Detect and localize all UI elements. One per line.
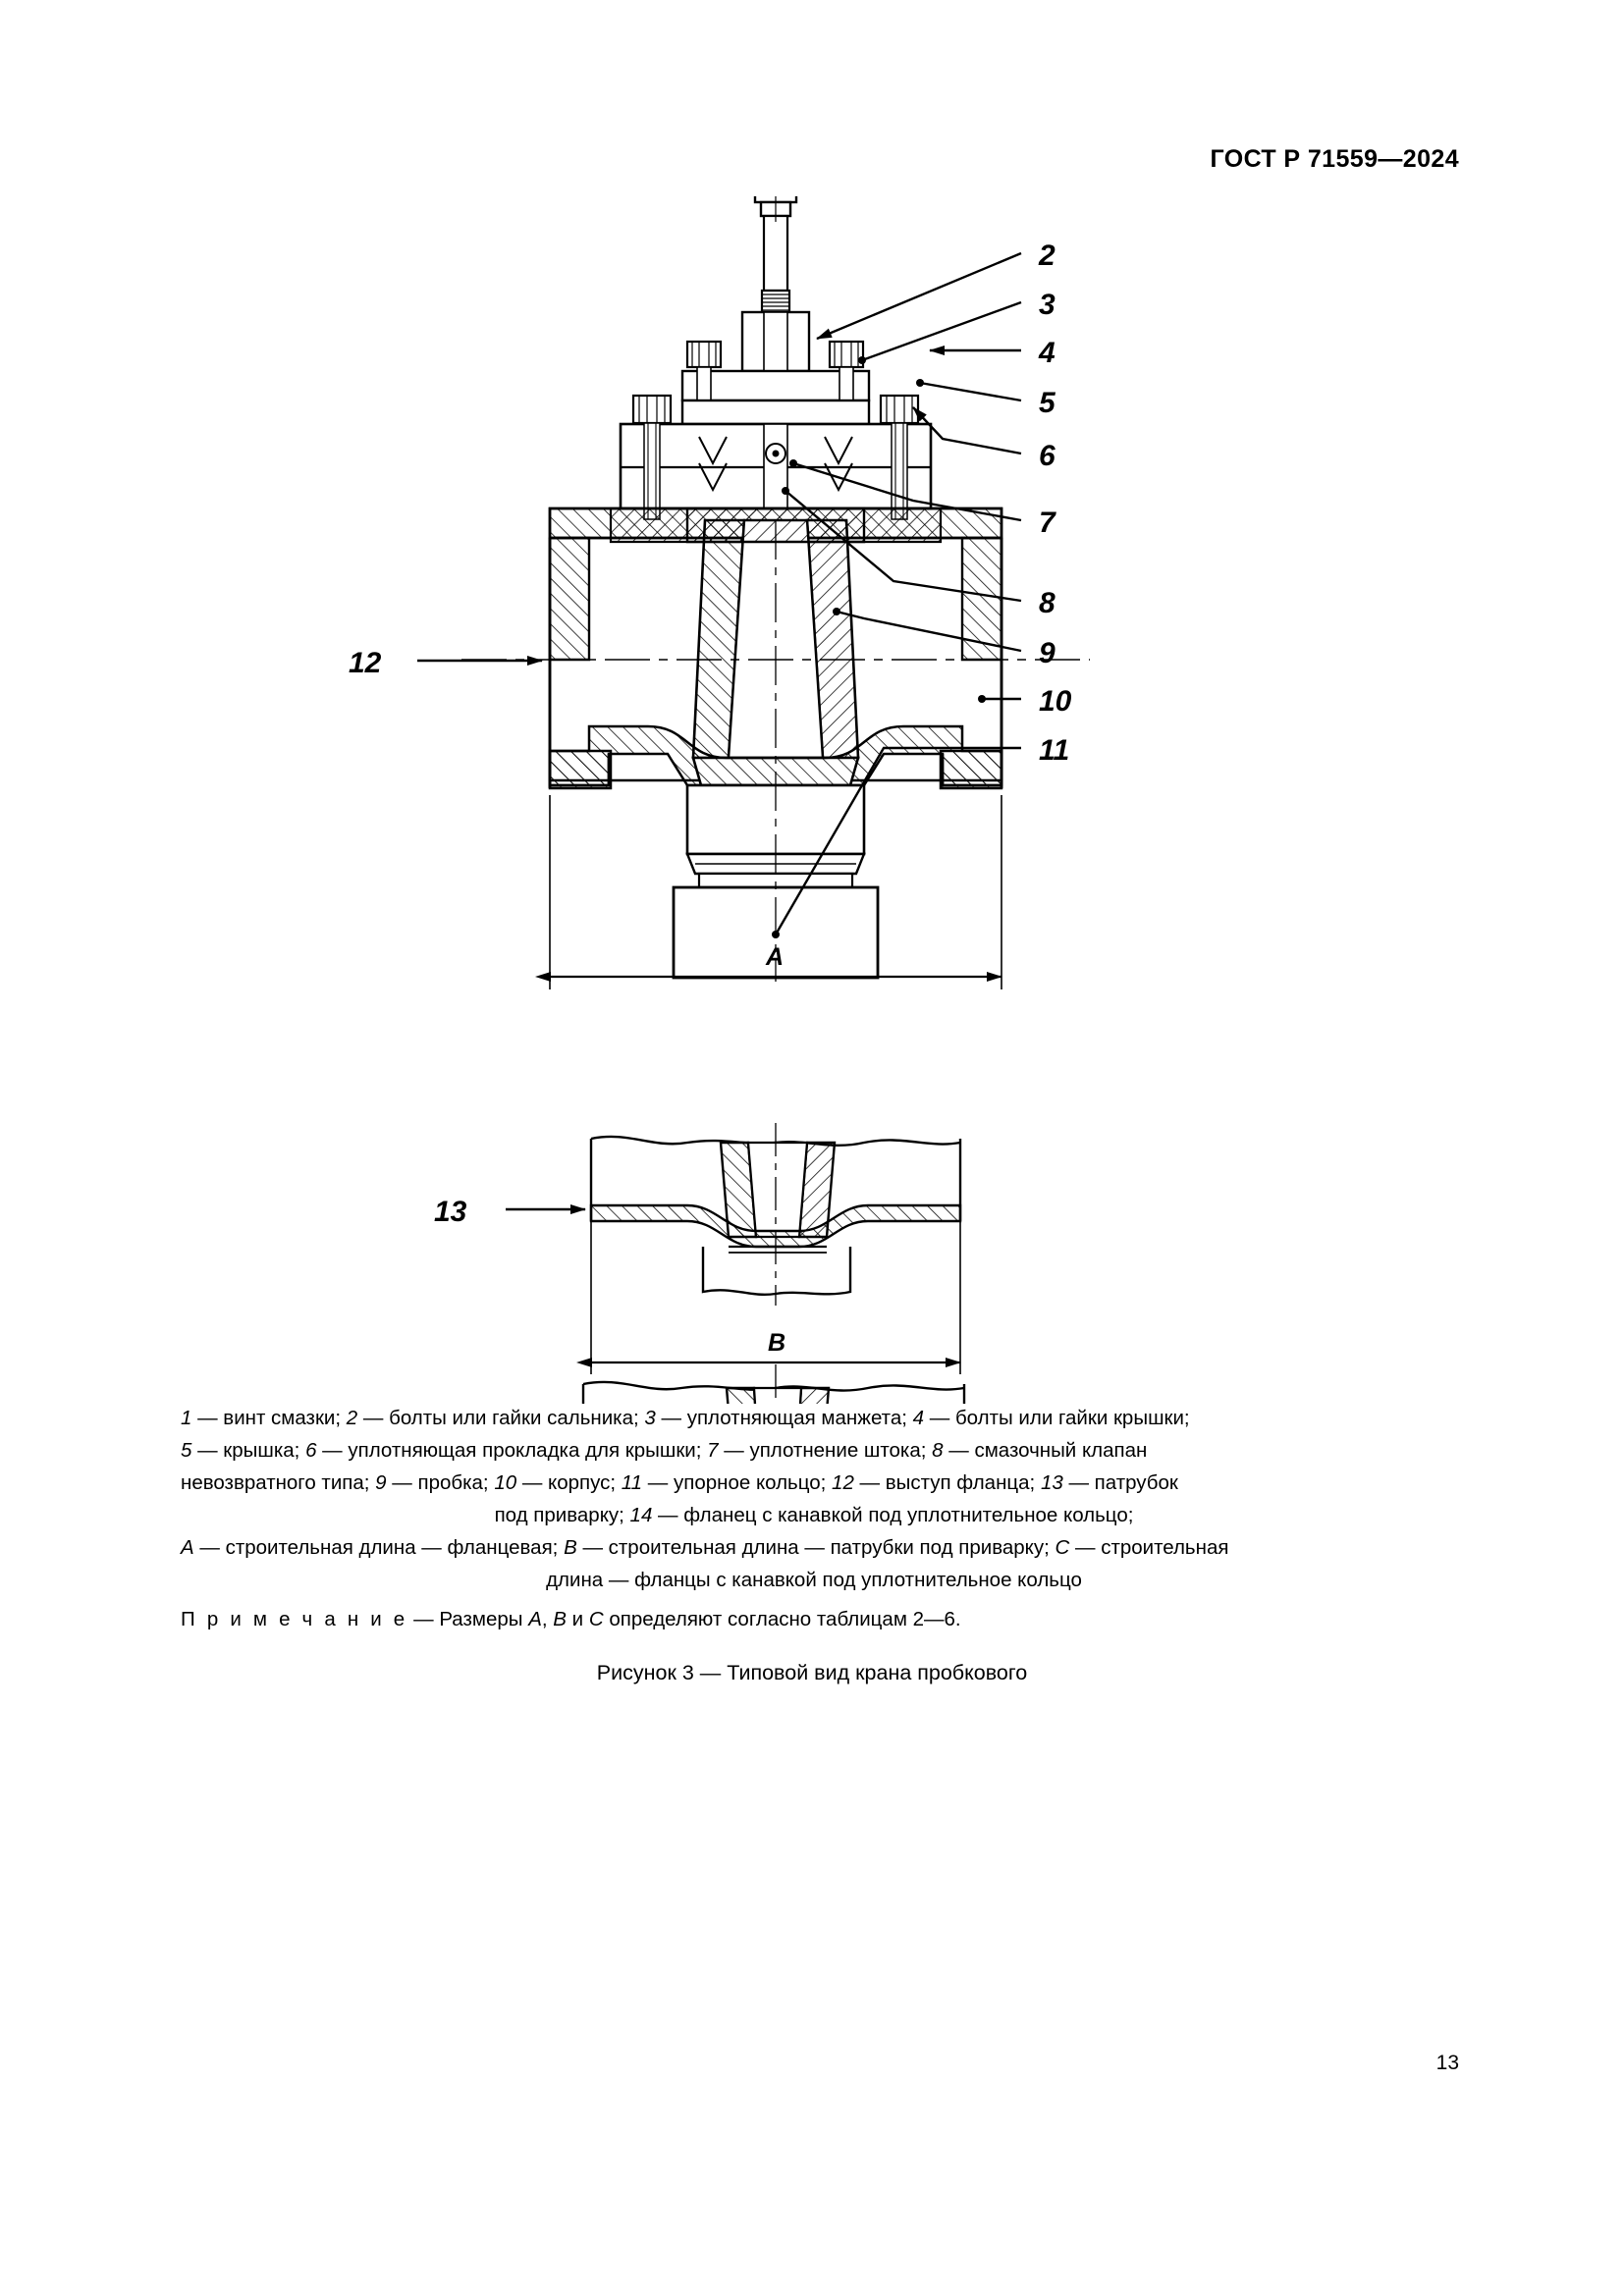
legend-num-10: 10 — [494, 1471, 517, 1494]
butt-weld-end-view: 13 B — [434, 1123, 962, 1374]
figure-caption: Рисунок 3 — Типовой вид крана пробкового — [596, 1661, 1028, 1684]
document-standard-header: ГОСТ Р 71559—2024 — [1210, 145, 1459, 173]
legend-num-6: 6 — [305, 1439, 317, 1462]
legend-num-12: 12 — [832, 1471, 854, 1494]
legend-line-4: под приварку; 14 — фланец с канавкой под… — [494, 1504, 1134, 1526]
legend-line-6: длина — фланцы с канавкой под уплотнител… — [546, 1569, 1082, 1591]
legend-dim-A: A — [181, 1536, 194, 1559]
legend-num-14: 14 — [629, 1504, 653, 1526]
callout-7: 7 — [1039, 507, 1056, 539]
dimension-label-A: A — [765, 943, 784, 971]
callout-9: 9 — [1039, 637, 1056, 669]
callout-11: 11 — [1039, 734, 1069, 767]
main-valve-section-view: 1 2 3 4 5 6 — [349, 196, 1090, 989]
callout-1: 1 — [1039, 196, 1056, 201]
callout-3: 3 — [1039, 289, 1056, 321]
page-number: 13 — [1435, 2052, 1459, 2074]
legend-line-2: 5 — крышка; 6 — уплотняющая прокладка дл… — [181, 1439, 1148, 1462]
legend-line-1: 1 — винт смазки; 2 — болты или гайки сал… — [181, 1407, 1190, 1429]
callout-8: 8 — [1039, 587, 1056, 619]
legend-num-5: 5 — [181, 1439, 192, 1462]
callout-12: 12 — [349, 647, 382, 679]
callout-4: 4 — [1038, 337, 1056, 369]
callout-10: 10 — [1039, 685, 1072, 718]
legend-num-7: 7 — [707, 1439, 719, 1462]
legend-num-13: 13 — [1040, 1471, 1063, 1494]
dimension-label-B: B — [768, 1329, 785, 1357]
callout-2: 2 — [1038, 240, 1056, 272]
legend-num-11: 11 — [621, 1471, 643, 1494]
callout-13: 13 — [434, 1196, 467, 1228]
note-block: П р и м е ч а н и е — Размеры A, B и C о… — [181, 1608, 961, 1630]
figure-legend: 1 — винт смазки; 2 — болты или гайки сал… — [181, 1402, 1447, 1596]
callout-6: 6 — [1039, 440, 1056, 472]
legend-num-2: 2 — [346, 1407, 358, 1429]
legend-line-5: A — строительная длина — фланцевая; B — … — [181, 1536, 1229, 1559]
cover-bolt-left — [631, 394, 673, 520]
legend-num-3: 3 — [644, 1407, 656, 1429]
callout-5: 5 — [1039, 387, 1056, 419]
legend-num-1: 1 — [181, 1407, 192, 1429]
legend-line-3: невозвратного типа; 9 — пробка; 10 — кор… — [181, 1471, 1178, 1494]
ring-joint-flange-view: 14 C — [581, 1364, 966, 1404]
legend-num-4: 4 — [912, 1407, 925, 1429]
note-label: П р и м е ч а н и е — [181, 1608, 408, 1630]
legend-num-8: 8 — [932, 1439, 944, 1462]
legend-dim-C: C — [1055, 1536, 1070, 1559]
figure-3-plug-valve-drawing: 1 2 3 4 5 6 — [0, 196, 1624, 1404]
legend-num-9: 9 — [375, 1471, 387, 1494]
legend-dim-B: B — [564, 1536, 577, 1559]
